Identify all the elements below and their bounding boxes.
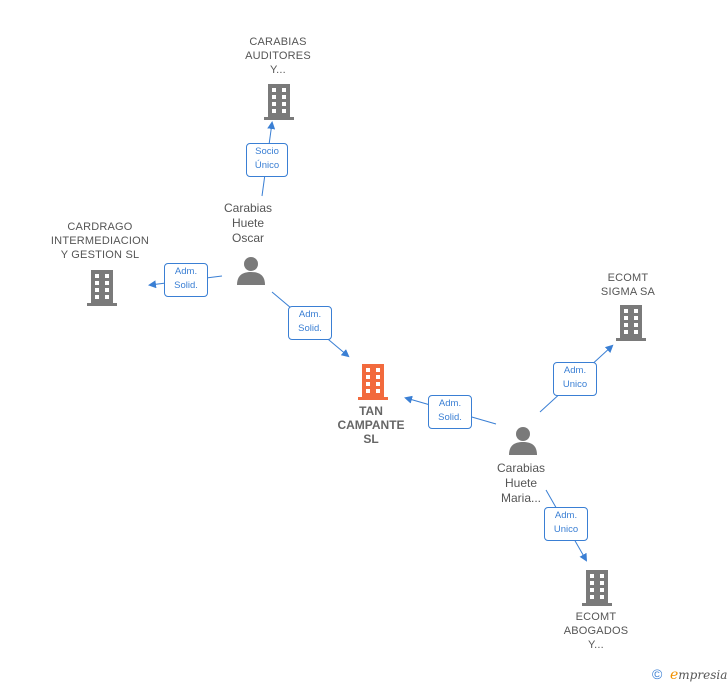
brand-logo: empresia — [670, 667, 728, 683]
building-icon[interactable] — [262, 84, 296, 120]
company-label-ecomt-abogados[interactable]: ECOMT ABOGADOS Y... — [563, 611, 629, 651]
relation-socio-unico[interactable]: Socio Único — [246, 143, 288, 177]
building-icon[interactable] — [614, 305, 648, 341]
company-label-cardrago[interactable]: CARDRAGO INTERMEDIACION Y GESTION SL — [50, 221, 150, 261]
company-label-ecomt-sigma[interactable]: ECOMT SIGMA SA — [600, 272, 656, 298]
relation-adm-solid-cardrago[interactable]: Adm. Solid. — [164, 263, 208, 297]
person-label-carabias-oscar[interactable]: Carabias Huete Oscar — [223, 201, 273, 245]
copyright-icon: © — [652, 666, 663, 682]
person-icon[interactable] — [507, 426, 539, 456]
person-icon[interactable] — [235, 256, 267, 286]
relation-adm-solid-tan-maria[interactable]: Adm. Solid. — [428, 395, 472, 429]
company-label-tan-campante[interactable]: TAN CAMPANTE SL — [337, 404, 405, 446]
person-label-carabias-maria[interactable]: Carabias Huete Maria... — [496, 461, 546, 505]
relation-adm-unico-abogados[interactable]: Adm. Unico — [544, 507, 588, 541]
building-icon[interactable] — [85, 270, 119, 306]
building-icon[interactable] — [580, 570, 614, 606]
building-icon-main[interactable] — [356, 364, 390, 400]
relation-adm-solid-tan-oscar[interactable]: Adm. Solid. — [288, 306, 332, 340]
company-label-carabias-auditores[interactable]: CARABIAS AUDITORES Y... — [245, 36, 311, 76]
relation-adm-unico-sigma[interactable]: Adm. Unico — [553, 362, 597, 396]
